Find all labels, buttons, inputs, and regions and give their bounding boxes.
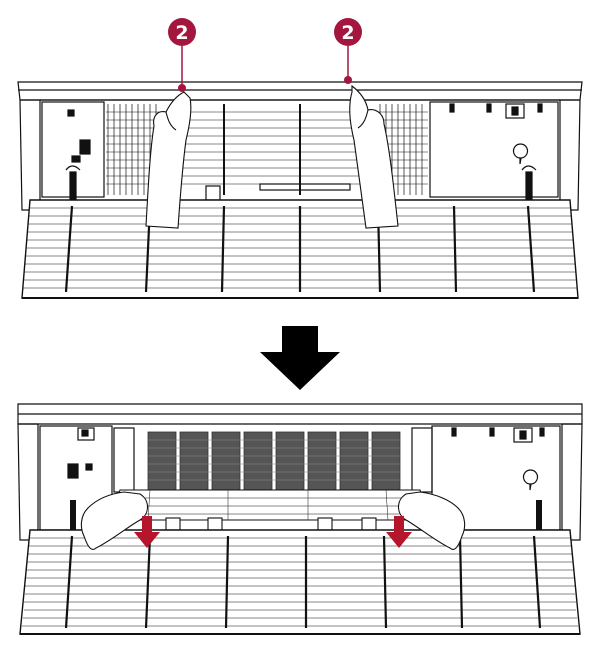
top-right-hand <box>349 84 399 229</box>
left-step-number: 2 <box>175 22 188 44</box>
top-right-compartment <box>429 101 559 198</box>
top-front-grille <box>21 199 579 299</box>
down-arrow-icon <box>260 326 340 390</box>
top-unit <box>17 81 583 211</box>
top-unit-frame <box>17 81 583 101</box>
right-red-down-arrow-icon <box>386 516 412 548</box>
filter-modules <box>147 431 401 491</box>
left-step-marker: 2 <box>168 18 196 92</box>
bottom-right-hand <box>397 491 466 551</box>
left-red-down-arrow-icon <box>134 516 160 548</box>
bottom-unit <box>17 403 583 541</box>
top-left-body <box>19 99 41 211</box>
bottom-left-hand <box>80 491 149 551</box>
filter-frame <box>111 489 431 531</box>
right-step-number: 2 <box>341 22 354 44</box>
right-step-marker: 2 <box>334 18 362 84</box>
top-left-hand <box>145 91 192 229</box>
top-right-body <box>559 99 581 211</box>
bottom-hinges <box>70 500 542 538</box>
bottom-front-grille <box>19 529 581 635</box>
